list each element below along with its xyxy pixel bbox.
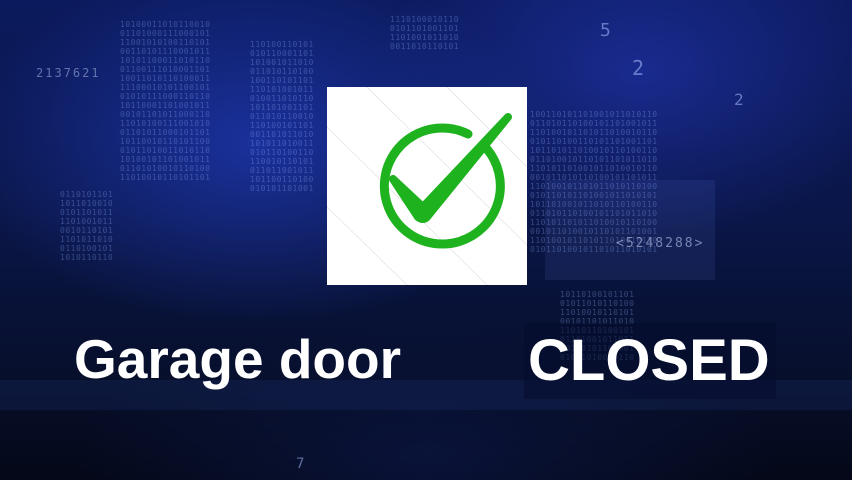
background-digit: 2 xyxy=(734,90,744,109)
corner-code-label: 2137621 xyxy=(36,66,101,80)
hex-code-label: <5248288> xyxy=(616,236,705,251)
code-panel xyxy=(545,180,715,280)
caption-subject: Garage door xyxy=(74,328,402,390)
binary-code-column: 10100011010110010 01101000111000101 1100… xyxy=(120,20,211,182)
background-digit: 7 xyxy=(296,456,305,472)
binary-code-column: 110100110101 010110001101 101001011010 0… xyxy=(250,40,314,193)
checkmark-card xyxy=(327,87,527,285)
checkmark-icon xyxy=(327,87,527,285)
binary-code-column: 0110101101 1011010010 0101101011 1101001… xyxy=(60,190,114,262)
status-caption: Garage door CLOSED xyxy=(0,323,852,403)
caption-status: CLOSED xyxy=(524,323,776,399)
background-digit: 5 xyxy=(600,20,611,41)
background-digit: 2 xyxy=(632,56,645,80)
binary-code-column: 100110101101001011010110 011010110100101… xyxy=(530,110,658,254)
binary-code-column: 1110100010110 0101101001101 110100101101… xyxy=(390,15,460,51)
